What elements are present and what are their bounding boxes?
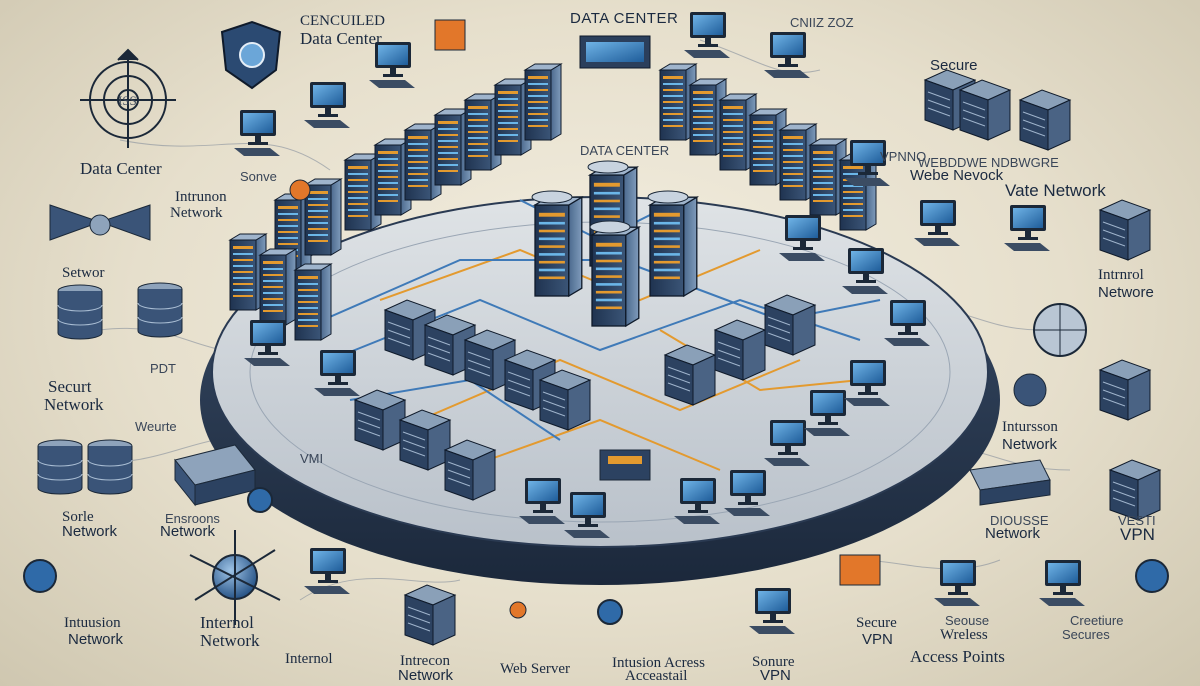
label-setwor: Setwor — [62, 265, 105, 281]
label-wireless-access-2: Wreless — [940, 627, 988, 643]
label-intrusion-network-bottom-1: Intuusion — [64, 615, 121, 631]
label-dlouse-network-1: DIOUSSE — [990, 513, 1049, 528]
label-web-server: Web Server — [500, 661, 571, 677]
label-internal-network-bottom-2: Network — [200, 631, 260, 650]
label-intrusion-network-left-2: Network — [170, 205, 223, 221]
satellite-icon — [49, 204, 151, 241]
label-internal-network-1: Intrnrol — [1098, 267, 1144, 283]
label-data-center-top: DATA CENTER — [570, 10, 679, 27]
label-sore-network-1: Sorle — [62, 509, 94, 525]
label-webe-network-2: Webe Nevock — [910, 167, 1004, 184]
label-sonure-vpn-2: VPN — [760, 667, 791, 684]
label-internal-network-bottom-1: Internol — [200, 613, 254, 632]
label-intrusion-network-right-2: Network — [1002, 436, 1058, 453]
label-data-center-platform: DATA CENTER — [580, 143, 670, 158]
label-pot: PDT — [150, 361, 176, 376]
label-data-center-left: Data Center — [80, 159, 162, 178]
label-internol: Internol — [285, 651, 333, 667]
label-vate-network: Vate Network — [1005, 181, 1106, 200]
vpn-shield-icons — [23, 487, 1169, 625]
label-webe-network-1: WEBDDWE NDBWGRE — [918, 155, 1059, 170]
firewall-icon — [1013, 303, 1087, 407]
core-server-cluster — [531, 160, 698, 327]
label-weurte: Weurte — [135, 419, 177, 434]
label-secure-vpn-2: VPN — [862, 631, 893, 648]
globe-network-icon — [189, 530, 281, 625]
label-vpn-right-1: VESTI — [1118, 513, 1156, 528]
top-monitor-banner — [579, 35, 651, 69]
label-centralized-line1: CENCUILED — [300, 13, 385, 29]
label-serve: Sonve — [240, 169, 277, 184]
radar-target-icon — [80, 48, 176, 148]
label-sore-network-2: Network — [62, 523, 118, 540]
label-secure-network-left-2: Network — [44, 395, 104, 414]
label-wireless-access-3: Access Points — [910, 647, 1005, 666]
accent-orange-icons — [289, 19, 881, 619]
label-network-mid-2: Network — [160, 523, 216, 540]
label-intusion-access-1: Intusion Acress — [612, 655, 705, 671]
label-sonure-vpn-1: Sonure — [752, 654, 795, 670]
label-internal-network-2: Networe — [1098, 284, 1154, 301]
label-secure-top: Secure — [930, 57, 978, 74]
label-wireless-access-1: Seouse — [945, 613, 990, 628]
label-vmi: VMI — [300, 451, 324, 466]
label-top-right-tag: CNIIZ ZOZ — [790, 15, 854, 30]
label-intusion-access-2: Acceastail — [625, 668, 688, 684]
router-icon — [174, 444, 256, 507]
label-centralized-line2: Data Center — [300, 29, 382, 48]
shield-icon — [220, 20, 282, 90]
label-dlouse-network-2: Network — [985, 525, 1041, 542]
label-secure-network-left-1: Securt — [48, 377, 92, 396]
label-secure-vpn-1: Secure — [856, 615, 897, 631]
label-creetiure-2: Secures — [1062, 627, 1110, 642]
label-intrusion-network-right-1: Intursson — [1002, 419, 1058, 435]
label-intrecon-network-1: Intrecon — [400, 653, 450, 669]
label-iss: ISS — [118, 93, 137, 108]
switch-icon — [599, 449, 1051, 506]
label-intrusion-network-bottom-2: Network — [68, 631, 124, 648]
label-intrecon-network-2: Network — [398, 667, 454, 684]
label-vpn-small: VPNNO — [880, 149, 927, 164]
label-creetiure-1: Creetiure — [1070, 613, 1124, 628]
label-intrusion-network-left-1: Intrunon — [175, 189, 227, 205]
label-vpn-right-2: VPN — [1120, 525, 1155, 544]
label-network-mid-1: Ensroons — [165, 511, 220, 526]
